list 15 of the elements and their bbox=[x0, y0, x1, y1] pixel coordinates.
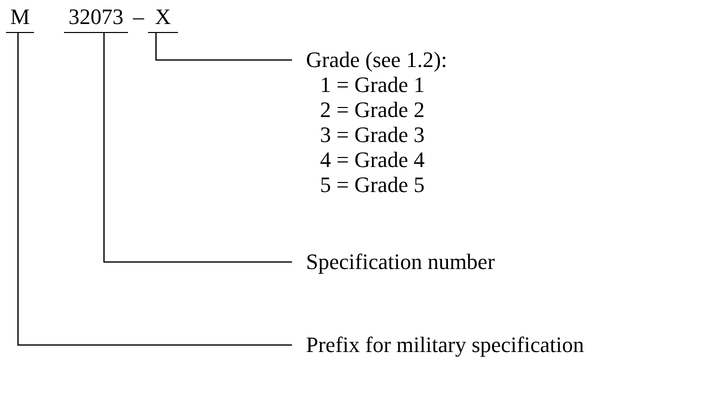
grade-option: 3 = Grade 3 bbox=[320, 122, 425, 148]
leader-line bbox=[155, 33, 292, 61]
code-segment: 32073 bbox=[64, 4, 128, 33]
leader-line bbox=[103, 33, 292, 263]
leader-text: Specification number bbox=[292, 249, 495, 275]
code-segment: M bbox=[6, 4, 34, 33]
leader-text: Grade (see 1.2): bbox=[292, 47, 448, 73]
leader-text: Prefix for military specification bbox=[292, 332, 584, 358]
code-segment: X bbox=[148, 4, 178, 33]
dash-separator: – bbox=[133, 4, 144, 30]
grade-option: 2 = Grade 2 bbox=[320, 97, 425, 123]
grade-option: 4 = Grade 4 bbox=[320, 147, 425, 173]
grade-option: 1 = Grade 1 bbox=[320, 72, 425, 98]
grade-option: 5 = Grade 5 bbox=[320, 172, 425, 198]
leader-line bbox=[17, 33, 292, 346]
